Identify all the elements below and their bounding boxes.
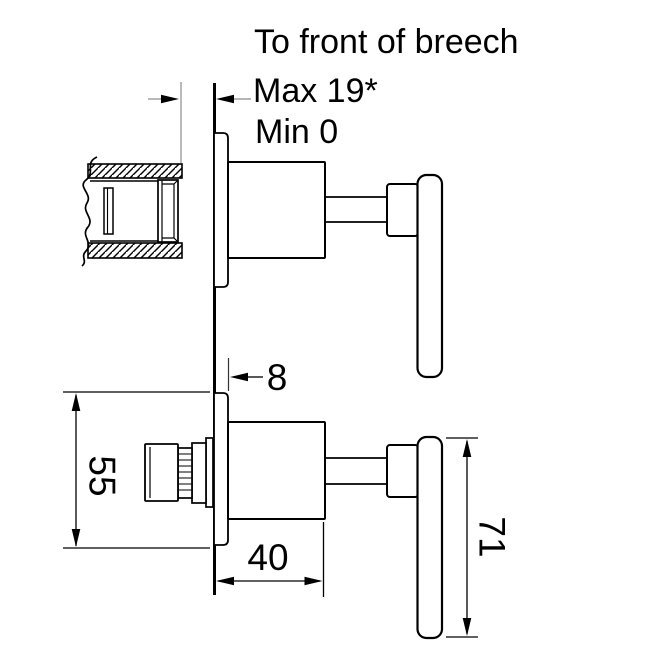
max-depth-label: Max 19* [253,72,378,110]
arrowhead-down-icon [462,618,472,636]
cartridge-cap [144,443,179,502]
concealed-cartridge [144,437,214,508]
lower-valve-body [227,421,326,520]
lower-lever-handle [416,435,444,640]
lower-spindle [325,457,388,485]
title-label: To front of breech [254,23,519,61]
dimension-40 [216,522,325,597]
arrowhead-up-icon [71,393,81,411]
arrowhead-up-icon [462,439,472,457]
min-depth-label: Min 0 [255,113,338,151]
lower-handle-hub [386,444,419,498]
cartridge-collar [191,442,207,504]
breech-internal-seat [103,187,114,235]
breech-cross-section [81,156,183,267]
upper-backplate [213,132,229,288]
breech-bottom-wall [87,242,183,259]
dimension-max-min [148,82,251,163]
lower-backplate [213,392,229,546]
lower-valve [144,392,444,640]
upper-valve-body [227,161,326,259]
upper-handle-hub [386,183,419,237]
arrowhead-down-icon [71,529,81,547]
dimension-55 [63,391,210,549]
cartridge-knurl [177,447,193,499]
dimension-8 [227,358,263,391]
dim-40-label: 40 [247,537,288,578]
breech-top-wall [87,163,183,179]
dim-55-label: 55 [82,455,123,496]
breech-threaded-insert [157,179,179,243]
upper-lever-handle [416,173,444,379]
breech-bore-lines [90,180,158,242]
upper-spindle [325,196,388,223]
cartridge-flange [205,437,214,508]
arrowhead-left-icon [230,372,248,382]
dim-71-label: 71 [472,516,513,557]
upper-valve [213,132,444,379]
pipe-break-line [81,156,98,267]
dimension-71 [446,437,478,638]
arrowhead-left-icon [216,94,234,104]
dim-8-label: 8 [267,357,288,398]
arrowhead-right-icon [304,576,323,586]
arrowhead-right-icon [161,94,179,104]
arrowhead-left-icon [216,576,234,586]
